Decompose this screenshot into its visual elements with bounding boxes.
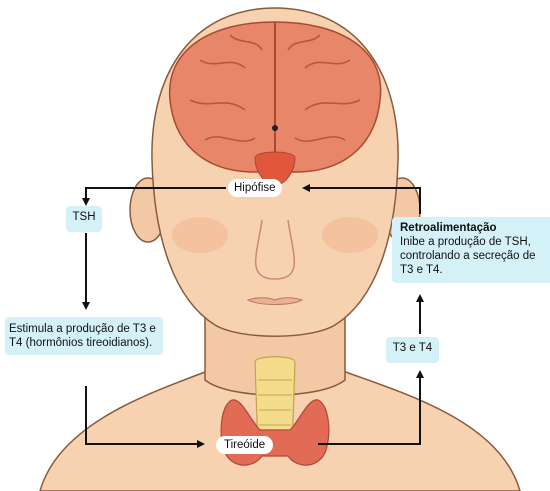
- pituitary-label: Hipófise: [228, 179, 282, 197]
- feedback-box: Retroalimentação Inibe a produção de TSH…: [392, 217, 550, 283]
- thyroid-label: Tireóide: [216, 436, 273, 454]
- hormones-label: T3 e T4: [386, 337, 439, 363]
- feedback-title: Retroalimentação: [400, 221, 550, 235]
- stimulation-label: Estimula a produção de T3 e T4 (hormônio…: [5, 317, 163, 355]
- tsh-label: TSH: [66, 206, 102, 232]
- feedback-text: Inibe a produção de TSH, controlando a s…: [400, 236, 536, 276]
